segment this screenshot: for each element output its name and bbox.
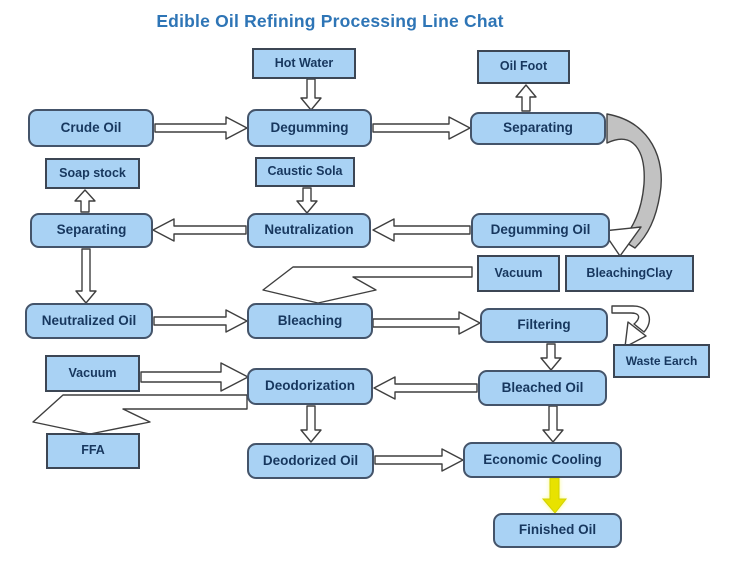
curve-arrow-separating-to-degumming-oil [602,113,662,257]
page-title: Edible Oil Refining Processing Line Chat [156,11,504,31]
node-vacuum-left: Vacuum [45,355,140,392]
arrow-separating-to-soap-stock [74,189,96,213]
arrow-neutralized-oil-to-bleaching [153,309,248,333]
arrow-caustic-sola-to-neutralization [296,187,318,214]
elbow-arrow-deodorization-to-ffa [32,394,248,435]
node-economic-cooling: Economic Cooling [463,442,622,478]
node-crude-oil: Crude Oil [28,109,154,147]
highlight-arrow-economic-cooling-to-finished-oil [541,477,568,514]
arrow-bleaching-to-filtering [372,311,481,335]
elbow-arrow-vacuum-to-bleaching [262,266,473,304]
arrow-deodorization-to-deodorized-oil [300,405,322,443]
node-finished-oil: Finished Oil [493,513,622,548]
arrow-separating-to-neutralized-oil [75,248,97,304]
node-oil-foot: Oil Foot [477,50,570,84]
hook-arrow-filtering-to-waste-earch [611,305,651,348]
arrow-filtering-to-bleached-oil [540,343,562,371]
arrow-bleached-oil-to-economic-cooling [542,405,564,443]
node-vacuum-right: Vacuum [477,255,560,292]
node-degumming-oil: Degumming Oil [471,213,610,248]
node-deodorized-oil: Deodorized Oil [247,443,374,479]
node-soap-stock: Soap stock [45,158,140,189]
node-bleached-oil: Bleached Oil [478,370,607,406]
arrow-neutralization-to-separating [152,218,247,242]
arrow-degumming-to-separating [372,116,471,140]
node-hot-water: Hot Water [252,48,356,79]
node-neutralization: Neutralization [247,213,371,248]
arrow-separating-to-oil-foot [515,84,537,112]
node-filtering: Filtering [480,308,608,343]
arrow-deodorized-oil-to-economic-cooling [374,448,464,472]
arrow-degumming-oil-to-neutralization [372,218,471,242]
node-bleaching: Bleaching [247,303,373,339]
node-degumming: Degumming [247,109,372,147]
arrow-hot-water-to-degumming [300,78,322,111]
arrow-crude-oil-to-degumming [154,116,248,140]
node-separating-top: Separating [470,112,606,145]
node-waste-earch: Waste Earch [613,344,710,378]
node-neutralized-oil: Neutralized Oil [25,303,153,339]
node-separating-left: Separating [30,213,153,248]
node-deodorization: Deodorization [247,368,373,405]
node-ffa: FFA [46,433,140,469]
arrow-bleached-oil-to-deodorization [373,376,478,400]
node-bleaching-clay: BleachingClay [565,255,694,292]
arrow-vacuum-to-deodorization [140,362,249,392]
node-caustic-sola: Caustic Sola [255,157,355,187]
